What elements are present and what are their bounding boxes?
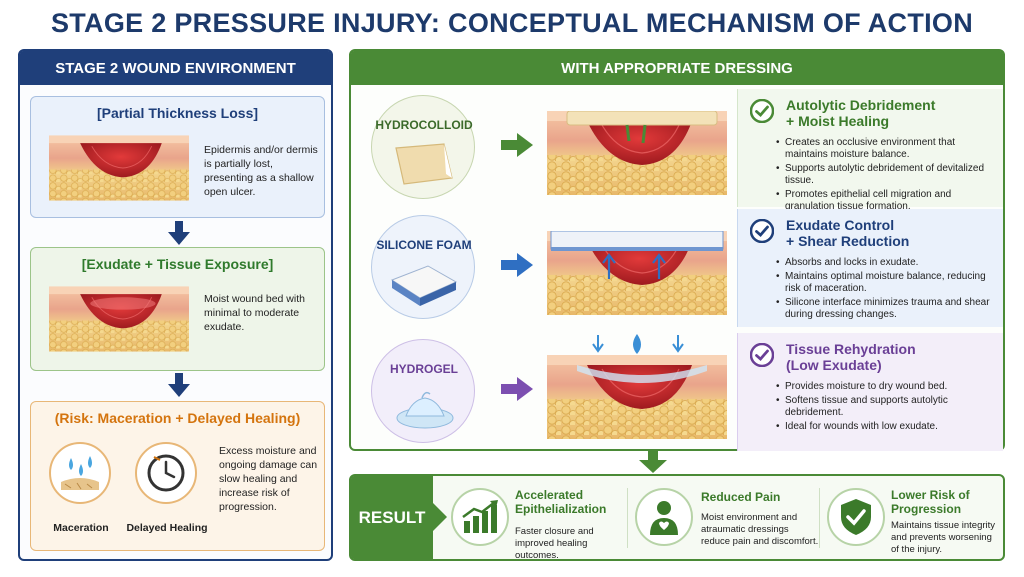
exudate-exposure-card: [Exudate + Tissue Exposure] Moist wound … xyxy=(30,247,325,371)
exudate-control-list: Absorbs and locks in exudate. Maintains … xyxy=(776,257,998,323)
down-arrow-icon xyxy=(168,373,190,397)
foam-wound-illustration xyxy=(547,231,727,315)
shield-check-icon xyxy=(827,488,885,546)
exudate-exposure-title: [Exudate + Tissue Exposure] xyxy=(81,256,274,272)
partial-thickness-illustration xyxy=(49,133,189,203)
exudate-exposure-text: Moist wound bed with minimal to moderate… xyxy=(204,293,305,333)
partial-thickness-card: [Partial Thickness Loss] Epidermis and/o… xyxy=(30,96,325,218)
check-circle-icon xyxy=(750,343,774,367)
autolytic-debridement-box: Autolytic Debridement+ Moist Healing Cre… xyxy=(737,89,1003,212)
result-title: Reduced Pain xyxy=(701,490,781,504)
hydrogel-circle: HYDROGEL xyxy=(371,339,475,443)
silicone-foam-label: SILICONE FOAM xyxy=(376,238,472,252)
exudate-control-title: Exudate Control+ Shear Reduction xyxy=(786,217,910,249)
water-drop-icon xyxy=(633,334,641,354)
hydrocolloid-circle: HYDROCOLLOID xyxy=(371,95,475,199)
list-item: Creates an occlusive environment that ma… xyxy=(776,137,998,161)
clock-icon xyxy=(135,442,197,504)
autolytic-debridement-title: Autolytic Debridement+ Moist Healing xyxy=(786,97,936,129)
list-item: Supports autolytic debridement of devita… xyxy=(776,163,998,187)
autolytic-debridement-list: Creates an occlusive environment that ma… xyxy=(776,137,998,215)
growth-chart-icon xyxy=(451,488,509,546)
gel-icon xyxy=(396,391,454,429)
risk-text: Excess moisture and ongoing damage can s… xyxy=(219,445,318,513)
delayed-healing-label: Delayed Healing xyxy=(126,522,208,534)
list-item: Softens tissue and supports autolytic de… xyxy=(776,395,998,419)
foam-pad-icon xyxy=(390,265,458,306)
list-item: Ideal for wounds with low exudate. xyxy=(776,421,998,433)
check-circle-icon xyxy=(750,99,774,123)
hydrogel-label: HYDROGEL xyxy=(389,362,458,376)
hydrogel-row: HYDROGEL Tissue Rehydration(Low Exudate)… xyxy=(351,333,1003,451)
result-label: RESULT xyxy=(351,476,447,559)
down-arrow-icon xyxy=(168,221,190,245)
arrow-right-icon xyxy=(501,253,533,277)
silicone-foam-circle: SILICONE FOAM xyxy=(371,215,475,319)
dressing-panel: WITH APPROPRIATE DRESSING HYDROCOLLOID A… xyxy=(349,49,1005,451)
maceration-icon xyxy=(49,442,111,504)
wound-environment-header: STAGE 2 WOUND ENVIRONMENT xyxy=(20,51,331,85)
wound-environment-panel: STAGE 2 WOUND ENVIRONMENT [Partial Thick… xyxy=(18,49,333,561)
list-item: Silicone interface minimizes trauma and … xyxy=(776,297,998,321)
tissue-rehydration-box: Tissue Rehydration(Low Exudate) Provides… xyxy=(737,333,1003,451)
hydrocolloid-row: HYDROCOLLOID Autolytic Debridement+ Mois… xyxy=(351,89,1003,212)
hydrogel-wound-illustration xyxy=(547,355,727,439)
down-arrow-icon xyxy=(672,335,684,353)
arrow-right-icon xyxy=(501,377,533,401)
check-circle-icon xyxy=(750,219,774,243)
person-icon xyxy=(635,488,693,546)
down-arrow-icon xyxy=(592,335,604,353)
hydrocolloid-wound-illustration xyxy=(547,111,727,195)
maceration-label: Maceration xyxy=(53,522,109,534)
exudate-control-box: Exudate Control+ Shear Reduction Absorbs… xyxy=(737,209,1003,327)
partial-thickness-title: [Partial Thickness Loss] xyxy=(96,105,259,121)
list-item: Maintains optimal moisture balance, redu… xyxy=(776,271,998,295)
list-item: Absorbs and locks in exudate. xyxy=(776,257,998,269)
tissue-rehydration-title: Tissue Rehydration(Low Exudate) xyxy=(786,341,916,373)
dressing-panel-header: WITH APPROPRIATE DRESSING xyxy=(351,51,1003,85)
hydrocolloid-pad-icon xyxy=(395,143,453,185)
hydrocolloid-label: HYDROCOLLOID xyxy=(375,118,473,132)
down-arrow-icon xyxy=(639,451,667,473)
page-title: STAGE 2 PRESSURE INJURY: CONCEPTUAL MECH… xyxy=(50,8,974,38)
risk-card: (Risk: Maceration + Delayed Healing) Mac… xyxy=(30,401,325,551)
tissue-rehydration-list: Provides moisture to dry wound bed. Soft… xyxy=(776,381,998,435)
silicone-foam-row: SILICONE FOAM Exudate Control+ Shear Red… xyxy=(351,209,1003,327)
risk-title: (Risk: Maceration + Delayed Healing) xyxy=(54,410,301,426)
exudate-exposure-illustration xyxy=(49,284,189,354)
list-item: Promotes epithelial cell migration and g… xyxy=(776,189,998,213)
arrow-right-icon xyxy=(501,133,533,157)
divider xyxy=(819,488,820,548)
partial-thickness-text: Epidermis and/or dermis is partially los… xyxy=(204,144,318,198)
divider xyxy=(627,488,628,548)
list-item: Provides moisture to dry wound bed. xyxy=(776,381,998,393)
